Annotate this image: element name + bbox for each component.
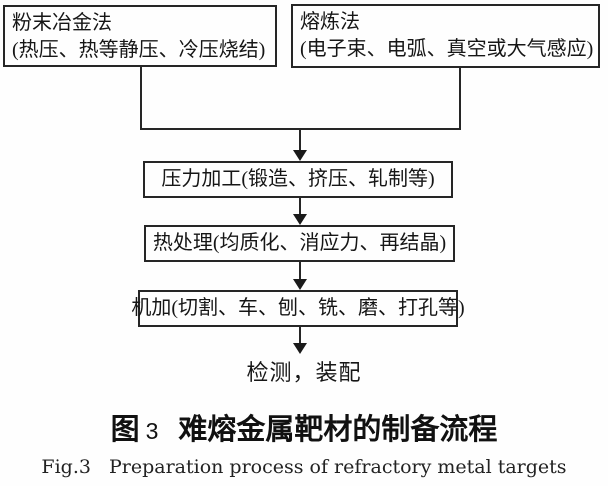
caption-en: Fig.3 Preparation process of refractory m… <box>0 456 608 478</box>
box-machining-label: 机加(切割、车、刨、铣、磨、打孔等) <box>131 297 465 319</box>
box-heat-treatment: 热处理(均质化、消应力、再结晶) <box>144 225 455 262</box>
box-melting-method: 熔炼法 (电子束、电弧、真空或大气感应) <box>291 4 600 68</box>
box-pressure-working: 压力加工(锻造、挤压、轧制等) <box>143 161 453 198</box>
connector-horizontal-line <box>140 128 461 130</box>
arrow-step3-head-icon <box>293 343 307 354</box>
connector-right-vertical-line <box>459 68 461 130</box>
caption-zh-prefix: 图 <box>110 414 140 446</box>
box-powder-metallurgy-title: 粉末冶金法 <box>12 12 112 34</box>
caption-zh-title: 难熔金属靶材的制备流程 <box>178 414 498 446</box>
box-pressure-working-label: 压力加工(锻造、挤压、轧制等) <box>161 168 435 190</box>
terminal-inspection-assembly: 检测，装配 <box>246 360 362 385</box>
caption-en-prefix: Fig.3 <box>41 456 91 478</box>
arrow-step3-stem <box>299 327 301 344</box>
caption-en-title: Preparation process of refractory metal … <box>108 456 567 478</box>
arrow-merge-stem <box>299 130 301 151</box>
box-powder-metallurgy-detail: (热压、热等静压、冷压烧结) <box>12 39 266 61</box>
caption-zh-number: 3 <box>145 418 159 444</box>
box-machining: 机加(切割、车、刨、铣、磨、打孔等) <box>131 290 465 327</box>
connector-left-vertical-line <box>140 67 142 130</box>
arrow-step1-head-icon <box>293 214 307 225</box>
arrow-step1-stem <box>299 198 301 215</box>
arrow-merge-head-icon <box>293 150 307 161</box>
box-melting-method-detail: (电子束、电弧、真空或大气感应) <box>300 38 594 60</box>
arrow-step2-stem <box>299 262 301 280</box>
arrow-step2-head-icon <box>293 279 307 290</box>
box-powder-metallurgy: 粉末冶金法 (热压、热等静压、冷压烧结) <box>3 5 277 67</box>
box-melting-method-title: 熔炼法 <box>300 11 360 33</box>
box-heat-treatment-label: 热处理(均质化、消应力、再结晶) <box>152 232 447 254</box>
